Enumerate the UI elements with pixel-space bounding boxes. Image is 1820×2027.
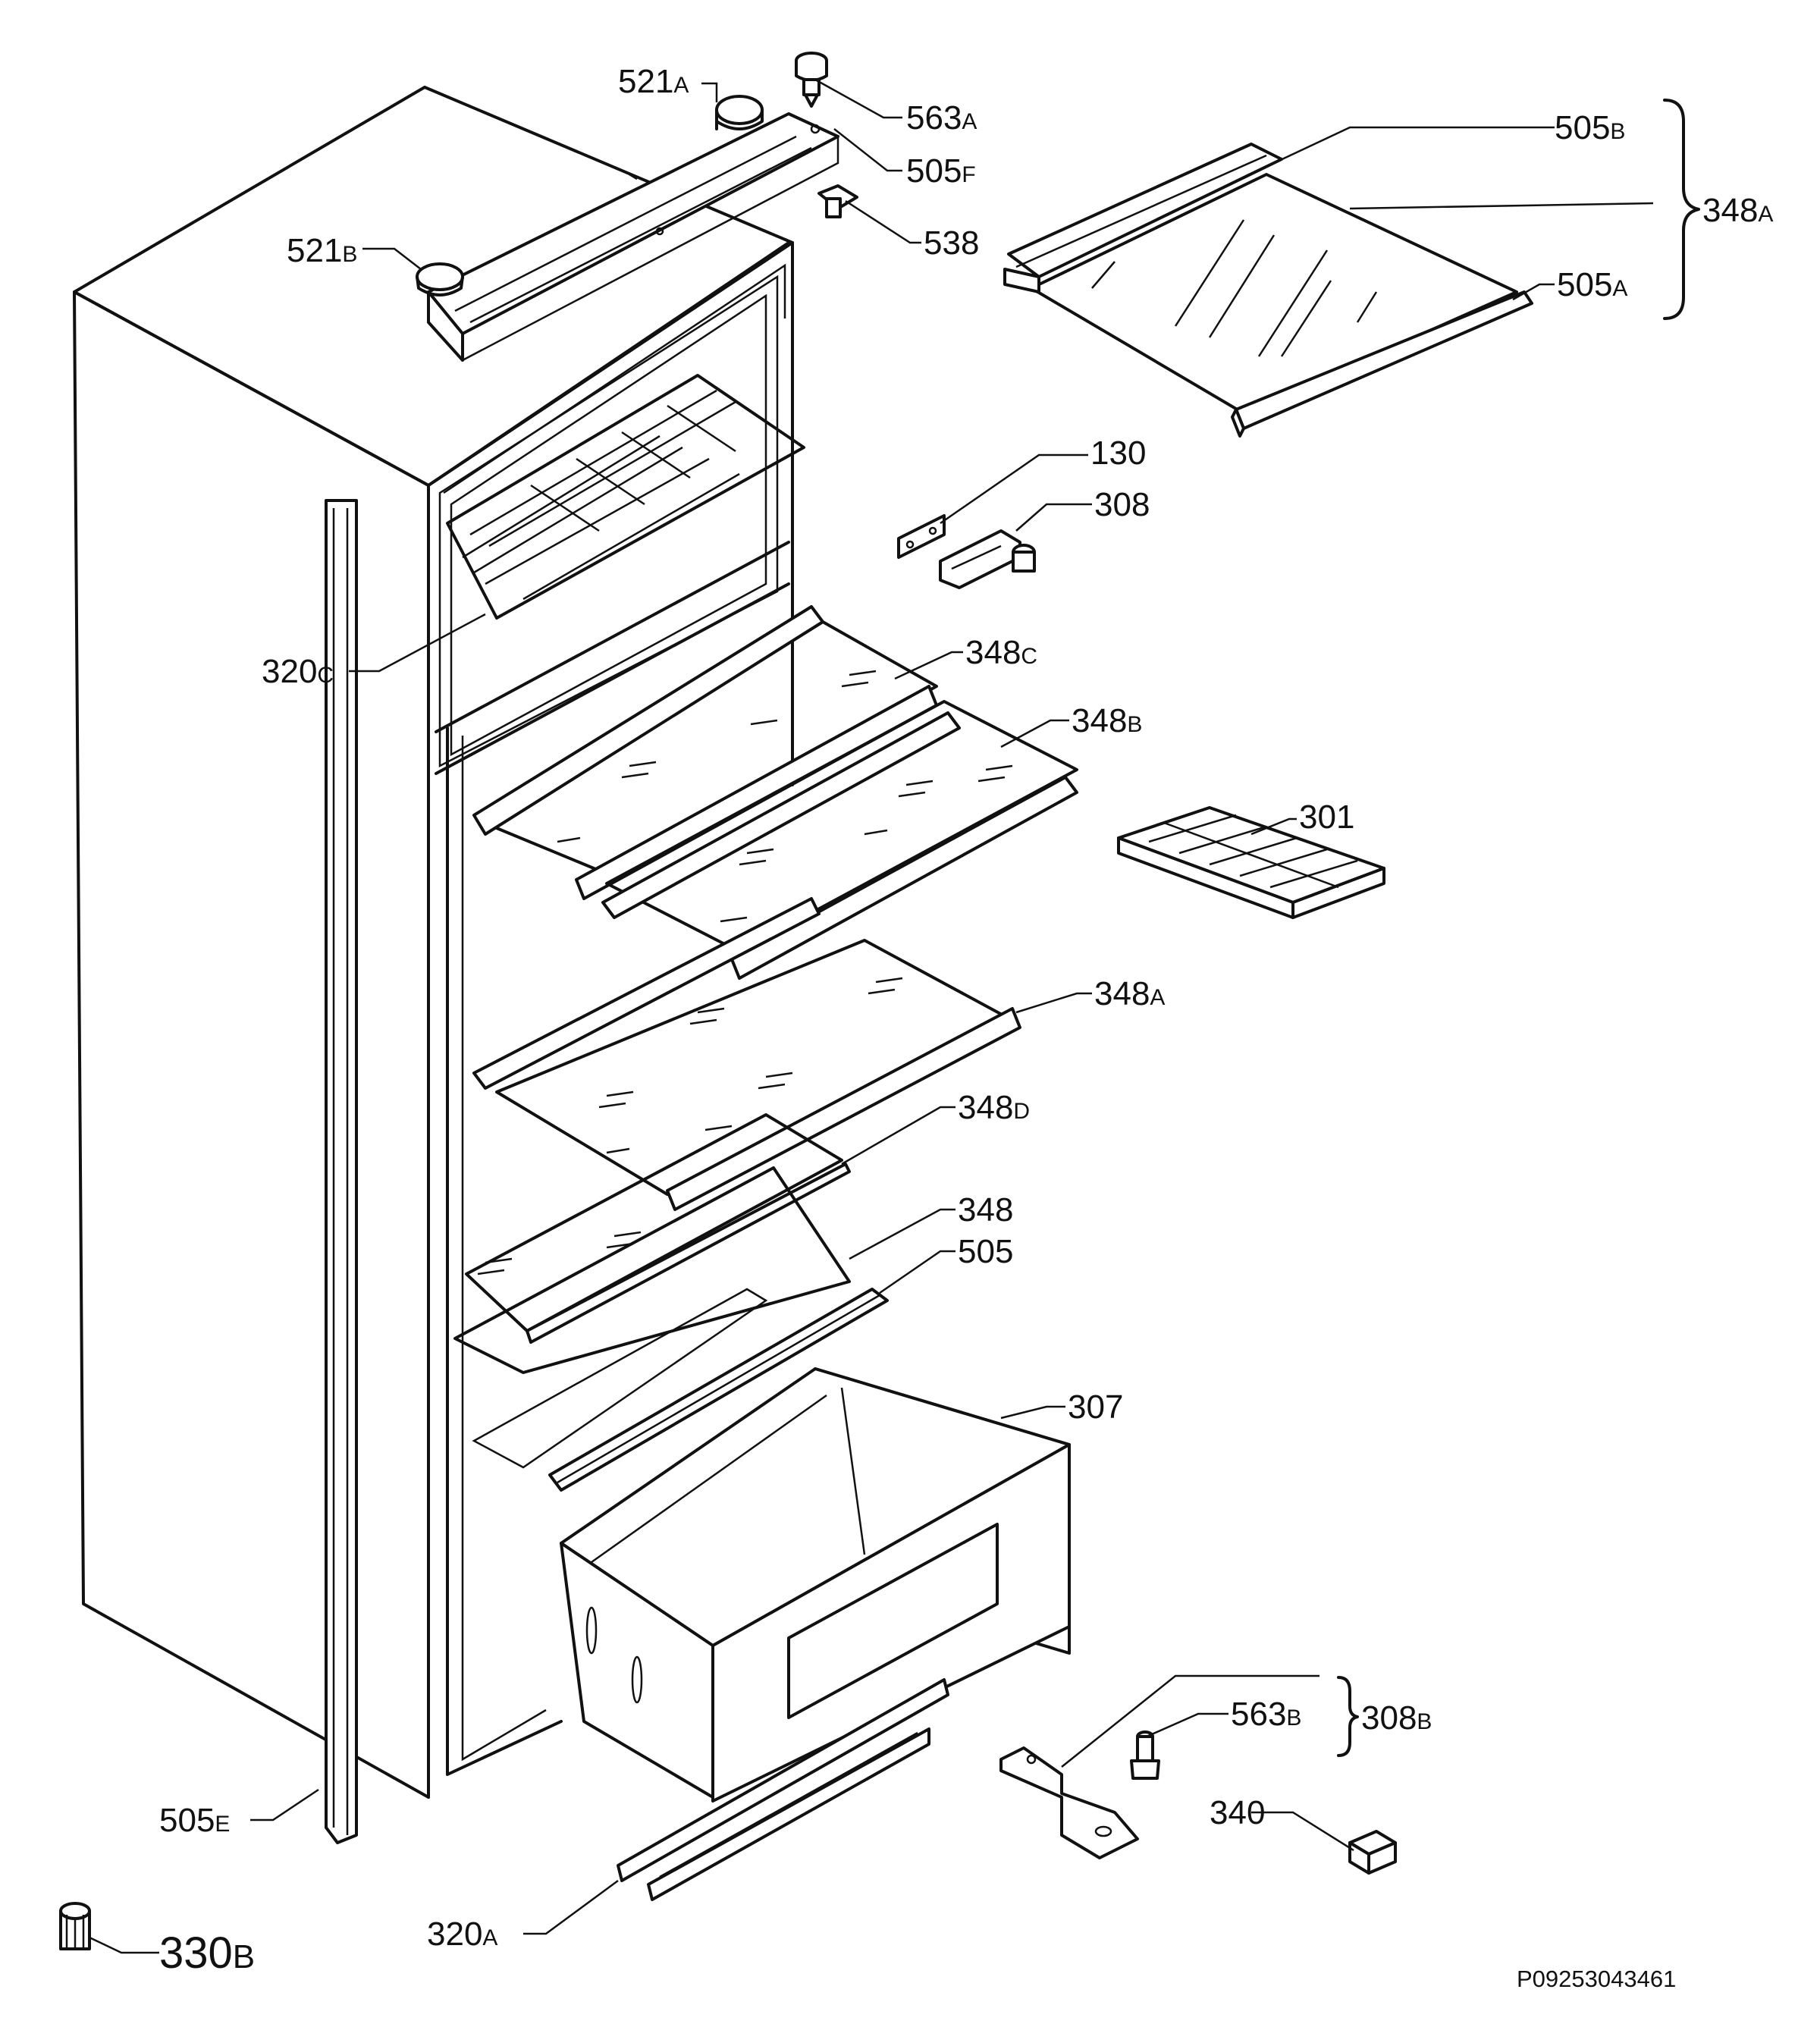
cap-521b	[416, 262, 464, 297]
label-340: 340	[1210, 1794, 1265, 1831]
label-330b: 330B	[159, 1928, 255, 1978]
label-505: 505	[958, 1233, 1013, 1270]
leader-lines	[89, 78, 1654, 1954]
label-505f: 505F	[906, 152, 976, 190]
label-505a: 505A	[1557, 266, 1627, 303]
vent-grille	[617, 1678, 949, 1901]
group-braces	[1337, 99, 1700, 1757]
cap-521a	[715, 95, 764, 130]
label-538: 538	[924, 224, 979, 262]
label-320a: 320A	[427, 1916, 497, 1953]
shelf-348	[453, 1166, 851, 1374]
shelf-348b	[601, 700, 1078, 980]
ice-tray	[1117, 806, 1385, 919]
adjustable-foot	[59, 1902, 91, 1950]
label-563b: 563B	[1231, 1696, 1301, 1733]
glass-shelf-assembly-348a	[1003, 143, 1533, 438]
label-521b: 521B	[287, 232, 357, 269]
label-130: 130	[1090, 435, 1146, 472]
label-320c: 320C	[262, 653, 334, 690]
cabinet	[73, 86, 794, 1799]
part-labels: 521A 563A 505F 538 521B 505B 348A 505A 1…	[159, 63, 1773, 1992]
bracket-538	[817, 184, 858, 218]
middle-hinge-308	[939, 529, 1036, 589]
label-348a: 348A	[1094, 975, 1165, 1012]
pin-563b	[1130, 1730, 1160, 1780]
label-308: 308	[1094, 486, 1150, 523]
door-seal	[325, 499, 358, 1844]
label-348d: 348D	[958, 1089, 1030, 1126]
label-307: 307	[1068, 1388, 1123, 1426]
cap-340	[1348, 1830, 1397, 1875]
label-348a-group: 348A	[1702, 192, 1773, 229]
crisper-drawer	[560, 1367, 1071, 1803]
label-505e: 505E	[159, 1802, 230, 1839]
pin-563a	[795, 52, 828, 108]
label-301: 301	[1299, 799, 1354, 836]
hinge-plate-130	[897, 514, 946, 559]
label-348b: 348B	[1072, 702, 1142, 739]
label-563a: 563A	[906, 99, 977, 136]
label-348c: 348C	[965, 634, 1037, 671]
label-505b: 505B	[1555, 109, 1625, 146]
top-hinge-rail	[427, 112, 839, 362]
drawing-reference-code: P09253043461	[1517, 1966, 1676, 1992]
label-308b: 308B	[1361, 1699, 1432, 1737]
trim-505	[472, 1288, 889, 1492]
shelf-348a	[472, 897, 1021, 1211]
label-521a: 521A	[618, 63, 689, 100]
bottom-hinge	[999, 1746, 1139, 1859]
shelf-348c	[472, 605, 938, 900]
label-348: 348	[958, 1191, 1013, 1228]
freezer-grid-shelf	[446, 374, 805, 620]
